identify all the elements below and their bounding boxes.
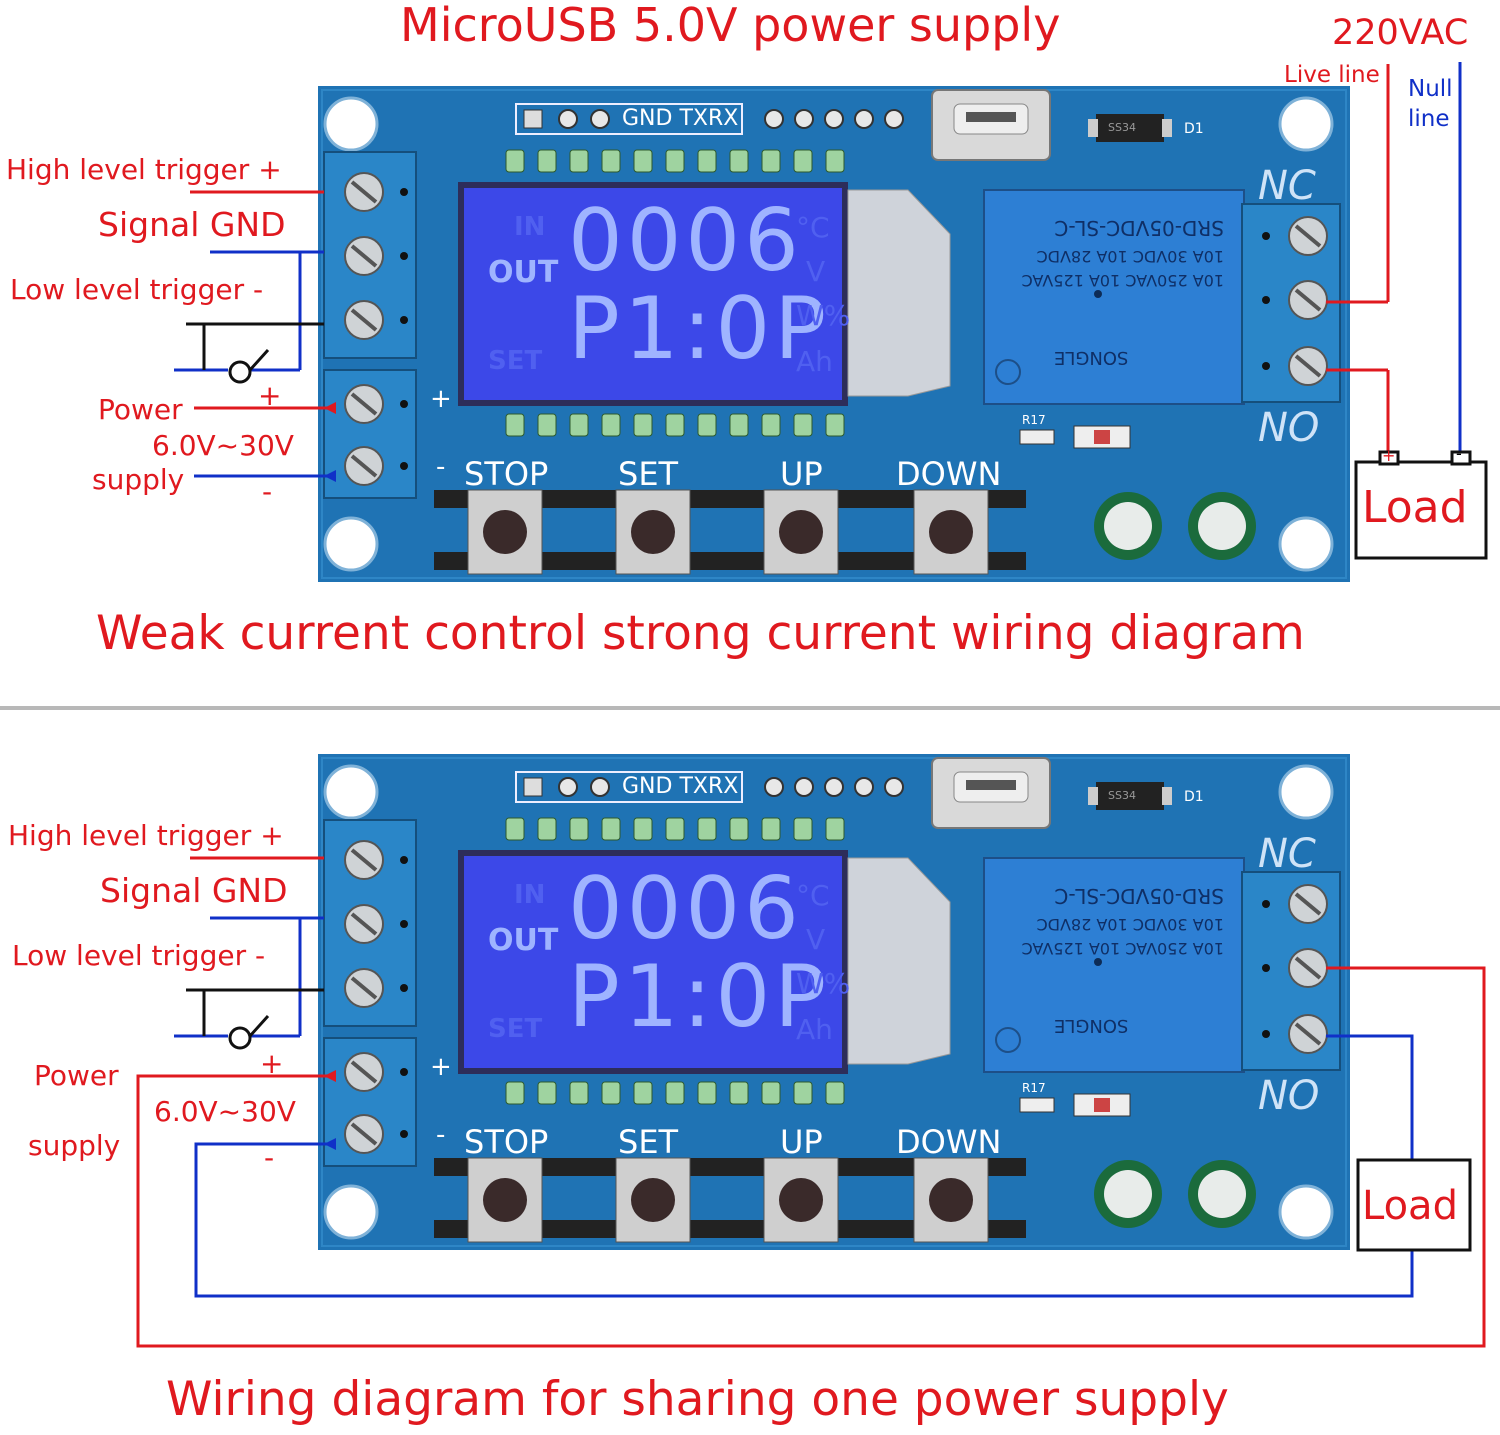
wire-shared-blue — [194, 1142, 1414, 1298]
d1-label: D1 — [1184, 121, 1204, 137]
btn-set-label: SET — [618, 1123, 679, 1161]
null-line-label-1: Null — [1408, 76, 1453, 102]
board-bottom-labels: GND TXRX D1 SS34 0006 P1:0P OUT IN SET °… — [318, 754, 1350, 1250]
lcd-unit-v: V — [806, 255, 826, 288]
relay-model: SRD-05VDC-SL-C — [1054, 216, 1224, 240]
lcd-unit-ah: Ah — [796, 1013, 833, 1046]
no-label: NO — [1258, 405, 1320, 451]
signal-gnd-label: Signal GND — [98, 205, 286, 244]
ac-title: 220VAC — [1332, 13, 1469, 53]
lcd-line1: 0006 — [568, 191, 803, 291]
low-trigger-label: Low level trigger - — [10, 273, 264, 306]
voltage-label: 6.0V~30V — [152, 429, 294, 462]
top-wiring — [174, 62, 1488, 560]
null-line-label-2: line — [1408, 106, 1450, 132]
lcd-in: IN — [514, 880, 546, 910]
load-label-top: Load — [1362, 482, 1468, 533]
lcd-unit-v: V — [806, 923, 826, 956]
power-plus: + — [258, 379, 282, 412]
r17-label: R17 — [1022, 1081, 1046, 1095]
ss34-label: SS34 — [1108, 121, 1136, 134]
lcd-out: OUT — [488, 255, 559, 290]
terminal-minus: - — [436, 1120, 446, 1150]
btn-stop-label: STOP — [464, 1123, 549, 1161]
btn-down-label: DOWN — [896, 1123, 1002, 1161]
relay-rating-1: 10A 30VDC 10A 28VDC — [1036, 915, 1224, 934]
relay-print: SRD-05VDC-SL-C 10A 30VDC 10A 28VDC 10A 2… — [988, 866, 1238, 976]
signal-gnd-label-b: Signal GND — [100, 871, 288, 910]
high-trigger-label-b: High level trigger + — [8, 819, 284, 852]
lcd-line2: P1:0P — [568, 279, 831, 379]
lcd-in: IN — [514, 212, 546, 242]
relay-rating-1: 10A 30VDC 10A 28VDC — [1036, 247, 1224, 266]
load-box-bottom — [1356, 1158, 1472, 1252]
relay-model: SRD-05VDC-SL-C — [1054, 884, 1224, 908]
btn-down-label: DOWN — [896, 455, 1002, 493]
lcd-set: SET — [488, 346, 543, 376]
terminal-plus: + — [430, 1052, 452, 1082]
lcd-unit-w: W% — [796, 967, 851, 1000]
bottom-wiring — [136, 856, 1486, 1348]
lcd-unit-ah: Ah — [796, 345, 833, 378]
btn-set-label: SET — [618, 455, 679, 493]
section-divider — [0, 706, 1500, 710]
power-minus: - — [262, 475, 273, 508]
relay-print: SRD-05VDC-SL-C 10A 30VDC 10A 28VDC 10A 2… — [988, 198, 1238, 308]
lcd-unit-c: °C — [796, 879, 830, 912]
uart-label: GND TXRX — [622, 774, 739, 799]
terminal-plus: + — [430, 384, 452, 414]
lcd-unit-w: W% — [796, 299, 851, 332]
low-trigger-label-b: Low level trigger - — [12, 939, 266, 972]
r17-label: R17 — [1022, 413, 1046, 427]
relay-brand: SONGLE — [1054, 347, 1129, 368]
lcd-out: OUT — [488, 923, 559, 958]
lcd-set: SET — [488, 1014, 543, 1044]
load-box-top — [1354, 460, 1488, 560]
power-minus-b: - — [264, 1141, 275, 1174]
bottom-caption: Wiring diagram for sharing one power sup… — [166, 1372, 1229, 1427]
uart-label: GND TXRX — [622, 106, 739, 131]
live-line-label: Live line — [1284, 62, 1380, 88]
lcd-line2: P1:0P — [568, 947, 831, 1047]
wire-shared-red — [136, 966, 1486, 1348]
board-top-labels: GND TXRX D1 SS34 0006 P1:0P OUT IN SET °… — [318, 86, 1350, 582]
top-title: MicroUSB 5.0V power supply — [400, 0, 1061, 52]
high-trigger-label: High level trigger + — [6, 153, 282, 186]
load-minus: - — [1456, 444, 1462, 463]
relay-rating-2: 10A 250VAC 10A 125VAC — [1021, 271, 1224, 290]
relay-rating-2: 10A 250VAC 10A 125VAC — [1021, 939, 1224, 958]
top-caption: Weak current control strong current wiri… — [96, 606, 1305, 661]
supply-label-b: supply — [28, 1129, 121, 1162]
power-label: Power — [98, 393, 183, 426]
ss34-label: SS34 — [1108, 789, 1136, 802]
no-label: NO — [1258, 1073, 1320, 1119]
relay-brand: SONGLE — [1054, 1015, 1129, 1036]
voltage-label-b: 6.0V~30V — [154, 1095, 296, 1128]
btn-up-label: UP — [780, 455, 823, 493]
power-plus-b: + — [260, 1047, 284, 1080]
btn-up-label: UP — [780, 1123, 823, 1161]
d1-label: D1 — [1184, 789, 1204, 805]
btn-stop-label: STOP — [464, 455, 549, 493]
nc-label: NC — [1258, 831, 1316, 877]
terminal-minus: - — [436, 452, 446, 482]
power-label-b: Power — [34, 1059, 119, 1092]
nc-label: NC — [1258, 163, 1316, 209]
supply-label: supply — [92, 463, 185, 496]
load-plus: + — [1382, 446, 1396, 465]
load-label-bottom: Load — [1362, 1183, 1458, 1229]
lcd-line1: 0006 — [568, 859, 803, 959]
lcd-unit-c: °C — [796, 211, 830, 244]
